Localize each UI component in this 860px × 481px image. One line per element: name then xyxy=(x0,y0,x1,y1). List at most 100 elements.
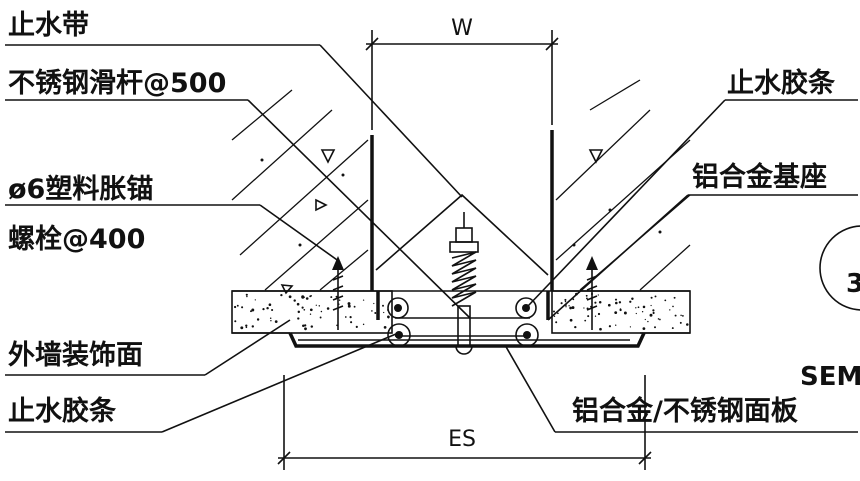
finish-speckle xyxy=(686,323,689,326)
detail-mark-number: 3 xyxy=(846,269,860,299)
finish-speckle xyxy=(246,295,248,298)
label-aluminum-base: 铝合金基座 xyxy=(692,161,827,193)
finish-speckle xyxy=(671,327,674,330)
finish-speckle xyxy=(250,310,252,313)
finish-speckle xyxy=(320,310,323,313)
finish-speckle xyxy=(347,302,351,306)
finish-speckle xyxy=(266,306,269,310)
finish-speckle xyxy=(650,304,652,307)
plastic-anchor-bolt-right xyxy=(586,256,598,330)
label-plastic-anchor-line2: 螺栓@400 xyxy=(8,224,145,255)
finish-speckle xyxy=(373,302,375,305)
dimension-w-label: W xyxy=(451,16,473,41)
label-waterstop-band: 止水带 xyxy=(8,10,89,41)
finish-speckle xyxy=(657,318,660,320)
finish-speckle xyxy=(584,319,587,322)
leader-lines xyxy=(5,44,858,433)
finish-speckle xyxy=(303,308,306,311)
finish-speckle xyxy=(310,325,314,328)
finish-speckle xyxy=(594,301,597,304)
finish-speckle xyxy=(664,299,667,302)
finish-speckle xyxy=(629,326,632,328)
finish-speckle xyxy=(652,311,655,315)
finish-speckle xyxy=(641,311,644,313)
finish-speckle xyxy=(564,300,567,303)
finish-speckle xyxy=(586,297,588,300)
label-cover-plate: 铝合金/不锈钢面板 xyxy=(572,395,798,427)
finish-speckle xyxy=(597,312,601,316)
cover-plate-shape xyxy=(395,317,530,337)
finish-speckle xyxy=(608,325,612,328)
finish-speckle xyxy=(347,304,351,308)
waterstop-band-shape xyxy=(375,193,549,276)
finish-speckle xyxy=(585,294,588,297)
finish-speckle xyxy=(233,305,237,309)
finish-speckle xyxy=(383,326,387,329)
finish-speckle xyxy=(304,324,307,327)
finish-speckle xyxy=(629,300,632,303)
finish-speckle xyxy=(619,308,622,312)
finish-speckle xyxy=(326,307,330,310)
label-rubber-strip-left: 止水胶条 xyxy=(8,395,117,427)
finish-speckle xyxy=(615,324,617,326)
finish-speckle xyxy=(297,310,301,314)
finish-speckle xyxy=(560,302,563,305)
detail-mark-caption: SEM xyxy=(800,362,860,392)
finish-speckle xyxy=(371,310,373,312)
finish-speckle xyxy=(256,318,260,321)
finish-speckle xyxy=(669,309,671,311)
finish-speckle xyxy=(330,296,333,299)
finish-speckle xyxy=(652,309,655,312)
finish-speckle xyxy=(353,305,356,308)
finish-speckle xyxy=(315,304,317,306)
finish-speckle xyxy=(587,315,590,318)
finish-speckle xyxy=(302,324,305,328)
finish-speckle xyxy=(614,311,618,314)
finish-speckle xyxy=(304,327,307,331)
finish-speckle xyxy=(374,312,377,314)
finish-speckle xyxy=(362,299,365,301)
label-plastic-anchor-line1: ø6塑料胀锚 xyxy=(8,174,153,205)
finish-speckle xyxy=(637,306,640,309)
finish-speckle xyxy=(262,308,265,311)
finish-speckle xyxy=(569,318,573,322)
finish-speckle xyxy=(631,297,634,300)
finish-speckle xyxy=(635,312,637,315)
finish-speckle xyxy=(571,306,575,310)
finish-speckle xyxy=(344,316,347,318)
label-stainless-slide-bar: 不锈钢滑杆@500 xyxy=(8,68,226,99)
finish-speckle xyxy=(309,295,312,298)
finish-speckle xyxy=(319,316,322,319)
concrete-wall-left xyxy=(231,89,374,295)
finish-speckle xyxy=(679,321,682,324)
finish-speckle xyxy=(270,319,272,322)
finish-speckle xyxy=(288,295,292,299)
finish-speckle xyxy=(552,310,556,313)
finish-speckle xyxy=(642,327,646,330)
finish-speckle xyxy=(642,305,646,309)
finish-speckle xyxy=(268,303,272,307)
finish-speckle xyxy=(387,316,390,319)
finish-speckle xyxy=(583,307,585,309)
finish-speckle xyxy=(280,293,283,297)
finish-speckle xyxy=(297,317,300,320)
dimension-es-label: ES xyxy=(448,427,476,452)
finish-speckle xyxy=(565,306,567,308)
finish-speckle xyxy=(245,324,248,327)
finish-speckle xyxy=(245,326,248,329)
finish-speckle xyxy=(650,296,653,299)
finish-speckle xyxy=(568,305,570,307)
finish-speckle xyxy=(659,318,661,321)
finish-speckle xyxy=(673,296,676,299)
finish-speckle xyxy=(318,305,321,307)
finish-speckle xyxy=(597,294,599,296)
finish-speckle xyxy=(598,301,602,304)
finish-speckle xyxy=(362,323,365,326)
finish-speckle xyxy=(271,308,274,312)
dimension-w: W xyxy=(365,16,559,130)
label-exterior-wall-finish: 外墙装饰面 xyxy=(8,340,143,371)
finish-speckle xyxy=(349,316,352,319)
finish-speckle xyxy=(654,326,656,329)
finish-speckle xyxy=(296,302,300,306)
finish-speckle xyxy=(569,306,572,310)
